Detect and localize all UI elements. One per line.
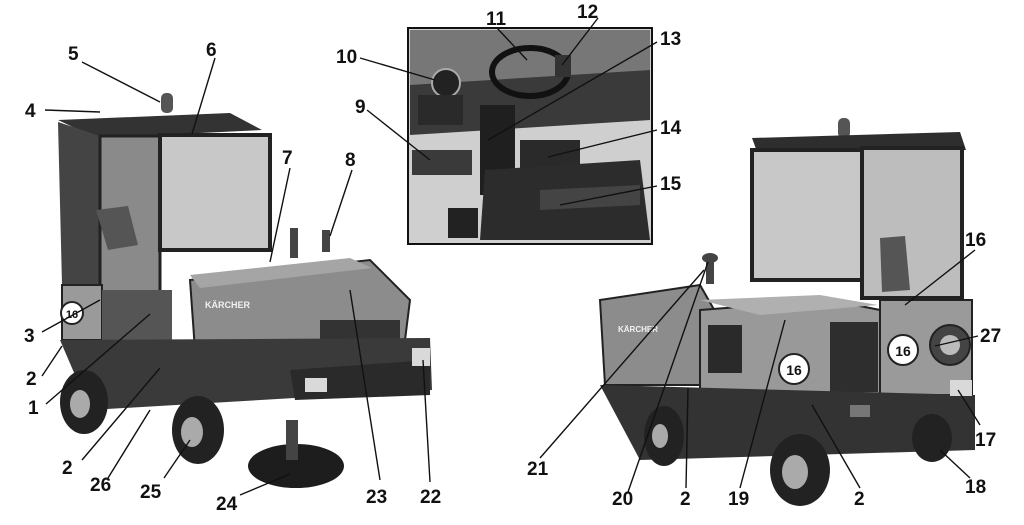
callout-13: 13 [660,29,681,50]
speed-badge-rear-text: 16 [895,343,911,359]
callout-6: 6 [206,40,217,61]
callout-16: 16 [965,230,986,251]
brand-logo-left: KÄRCHER [205,300,251,310]
speed-badge-engine-text: 16 [786,362,802,378]
callout-24: 24 [216,494,238,515]
callout-22: 22 [420,487,441,508]
callout-7: 7 [282,148,293,169]
speed-badge-rear [887,334,919,366]
leader-lines [41,17,981,496]
left-vehicle-illustration: 16 KÄRCHER [58,93,432,488]
callout-2-right-side: 2 [680,489,691,510]
callout-26: 26 [90,475,111,496]
right-vehicle-illustration: 16 16 KÄRCHER [598,118,975,506]
callout-25: 25 [140,482,162,503]
callout-labels: 5 6 4 7 8 3 2 1 2 26 25 24 23 22 10 9 11… [24,2,1001,515]
speed-badge-engine [778,353,810,385]
callout-20: 20 [612,489,633,510]
callout-12: 12 [577,2,598,23]
callout-23: 23 [366,487,387,508]
brand-logo-right: KÄRCHER [618,325,658,334]
callout-2-left-side: 2 [62,458,73,479]
callout-3: 3 [24,326,35,347]
callout-10: 10 [336,47,357,68]
callout-4: 4 [25,101,36,122]
callout-8: 8 [345,150,356,171]
callout-2-right-rear: 2 [854,489,865,510]
callout-15: 15 [660,174,682,195]
callout-19: 19 [728,489,749,510]
callout-14: 14 [660,118,682,139]
callout-27: 27 [980,326,1001,347]
callout-18: 18 [965,477,986,498]
callout-17: 17 [975,430,996,451]
callout-11: 11 [486,9,507,30]
callout-1: 1 [28,398,39,419]
callout-9: 9 [355,97,366,118]
cab-interior-inset [407,27,653,245]
callout-21: 21 [527,459,549,480]
callout-5: 5 [68,44,79,65]
callout-2-left-front: 2 [26,369,37,390]
